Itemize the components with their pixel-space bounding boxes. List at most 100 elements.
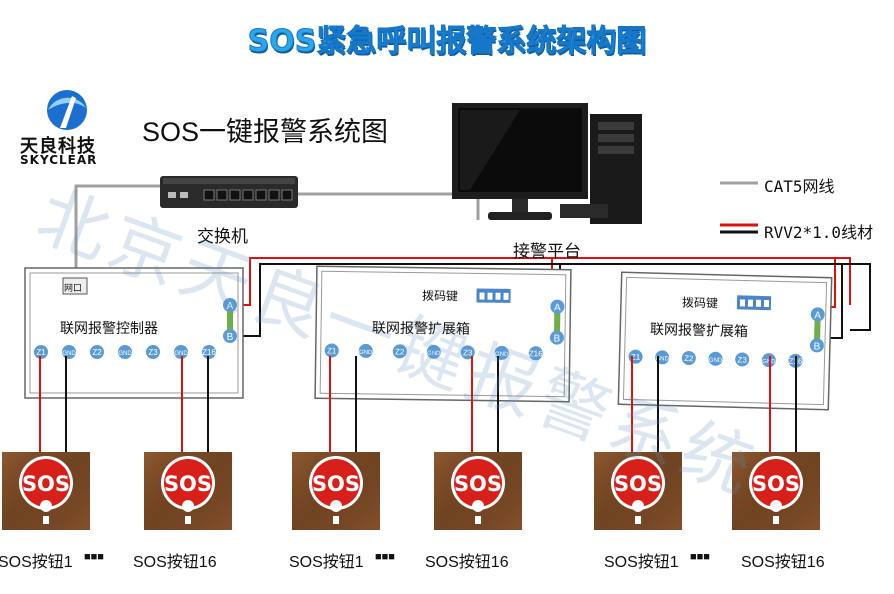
terminal-gnd — [358, 343, 373, 358]
key-icon — [472, 500, 485, 524]
terminal-z3 — [735, 352, 750, 367]
bus-terminal-b-label: B — [227, 332, 234, 343]
terminal-label: Z1 — [631, 353, 641, 362]
sos-button — [164, 459, 212, 507]
dip-switch-label: 拨码键 — [421, 288, 459, 304]
terminal-label: Z16 — [529, 349, 543, 358]
controller-frame-inner — [622, 276, 828, 406]
sos-button — [312, 459, 360, 507]
terminal-label: GND — [359, 350, 373, 356]
dip-switch-key — [763, 300, 770, 308]
sos-button-text: SOS — [312, 472, 360, 496]
dip-switch-key — [503, 292, 509, 300]
sos-button — [454, 459, 502, 507]
terminal-gnd — [426, 344, 441, 359]
terminal-z3 — [146, 345, 160, 359]
terminal-label: Z3 — [737, 355, 747, 364]
cat5-cable-switch-platform — [298, 192, 480, 220]
controller-name: 联网报警扩展箱 — [649, 320, 749, 340]
network-switch — [160, 176, 298, 208]
sos-button-text: SOS — [454, 472, 502, 496]
terminal-label: Z2 — [684, 354, 694, 363]
legend-cat5-label: CAT5网线 — [764, 177, 835, 196]
cat5-cable-switch-controller — [74, 184, 160, 278]
terminal-label: GND — [118, 351, 132, 357]
bus-terminal-b — [549, 330, 564, 345]
key-icon — [40, 500, 53, 524]
diagram-subtitle: SOS一键报警系统图 — [142, 117, 389, 147]
terminal-label: Z1 — [327, 346, 337, 355]
dip-switch-key — [487, 292, 493, 300]
terminal-gnd — [761, 353, 776, 368]
dip-switch-label: 拨码键 — [681, 295, 719, 311]
terminal-label: Z1 — [36, 348, 46, 357]
bus-terminal-a — [223, 298, 237, 312]
bus-terminal-a — [810, 307, 825, 322]
dip-switch-key — [747, 299, 754, 307]
bus-terminal-b — [223, 329, 237, 343]
sos-button-caption-last: SOS按钮16 — [425, 554, 509, 571]
bus-terminal-b — [809, 338, 824, 353]
dip-switch-key — [739, 299, 746, 307]
controller-frame-inner — [319, 270, 567, 398]
logo-cn: 天良科技 — [20, 136, 96, 157]
sos-button-caption-last: SOS按钮16 — [133, 554, 217, 571]
sos-button-separator: ■■■ — [375, 551, 395, 563]
key-icon — [770, 500, 783, 524]
net-port — [62, 277, 88, 295]
sos-button-caption-first: SOS按钮1 — [289, 554, 364, 571]
controller-name: 联网报警控制器 — [60, 320, 158, 336]
terminal-z16 — [202, 345, 216, 359]
key-icon — [182, 500, 195, 524]
terminal-label: GND — [495, 352, 509, 358]
terminal-gnd — [118, 345, 132, 359]
logo-icon — [47, 90, 87, 130]
bus-terminal-b-label: B — [554, 334, 561, 345]
dip-switch — [736, 295, 772, 311]
logo-en: SKYCLEAR — [20, 153, 98, 167]
platform-computer — [452, 103, 642, 224]
rvv-bus-black-0 — [243, 263, 871, 337]
platform-label: 接警平台 — [513, 242, 581, 261]
terminal-label: GND — [427, 351, 441, 357]
terminal-z16 — [528, 346, 543, 361]
bus-terminal-a-label: A — [227, 301, 234, 312]
sos-button-text: SOS — [614, 472, 662, 496]
bus-terminal-a-label: A — [554, 303, 561, 314]
terminal-z2 — [392, 344, 407, 359]
terminal-gnd — [62, 345, 76, 359]
sos-button — [752, 459, 800, 507]
terminal-label: Z2 — [395, 347, 405, 356]
dip-switch-key — [755, 299, 762, 307]
terminal-gnd — [708, 351, 723, 366]
terminal-label: GND — [174, 351, 188, 357]
terminal-z2 — [90, 345, 104, 359]
legend-rvv-label: RVV2*1.0线材 — [764, 223, 874, 242]
bus-terminal-a — [550, 299, 565, 314]
key-icon — [632, 500, 645, 524]
bus-terminal-a-label: A — [814, 310, 821, 321]
switch-label: 交换机 — [197, 227, 248, 246]
terminal-z1 — [34, 345, 48, 359]
controller-frame — [24, 267, 244, 399]
controller-frame — [617, 271, 833, 411]
bus-terminal-b-label: B — [813, 341, 820, 352]
sos-button-caption-last: SOS按钮16 — [741, 554, 825, 571]
sos-button-text: SOS — [164, 472, 212, 496]
page-title: SOS紧急呼叫报警系统架构图 — [247, 24, 647, 60]
terminal-z1 — [324, 343, 339, 358]
terminal-z3 — [460, 345, 475, 360]
controller-frame-inner — [29, 272, 239, 394]
sos-button-text: SOS — [752, 472, 800, 496]
terminal-gnd — [174, 345, 188, 359]
terminal-label: Z3 — [148, 348, 158, 357]
sos-button-text: SOS — [22, 472, 70, 496]
terminal-label: Z16 — [202, 348, 216, 357]
sos-button-separator: ■■■ — [84, 551, 104, 563]
terminal-label: GND — [655, 356, 669, 362]
